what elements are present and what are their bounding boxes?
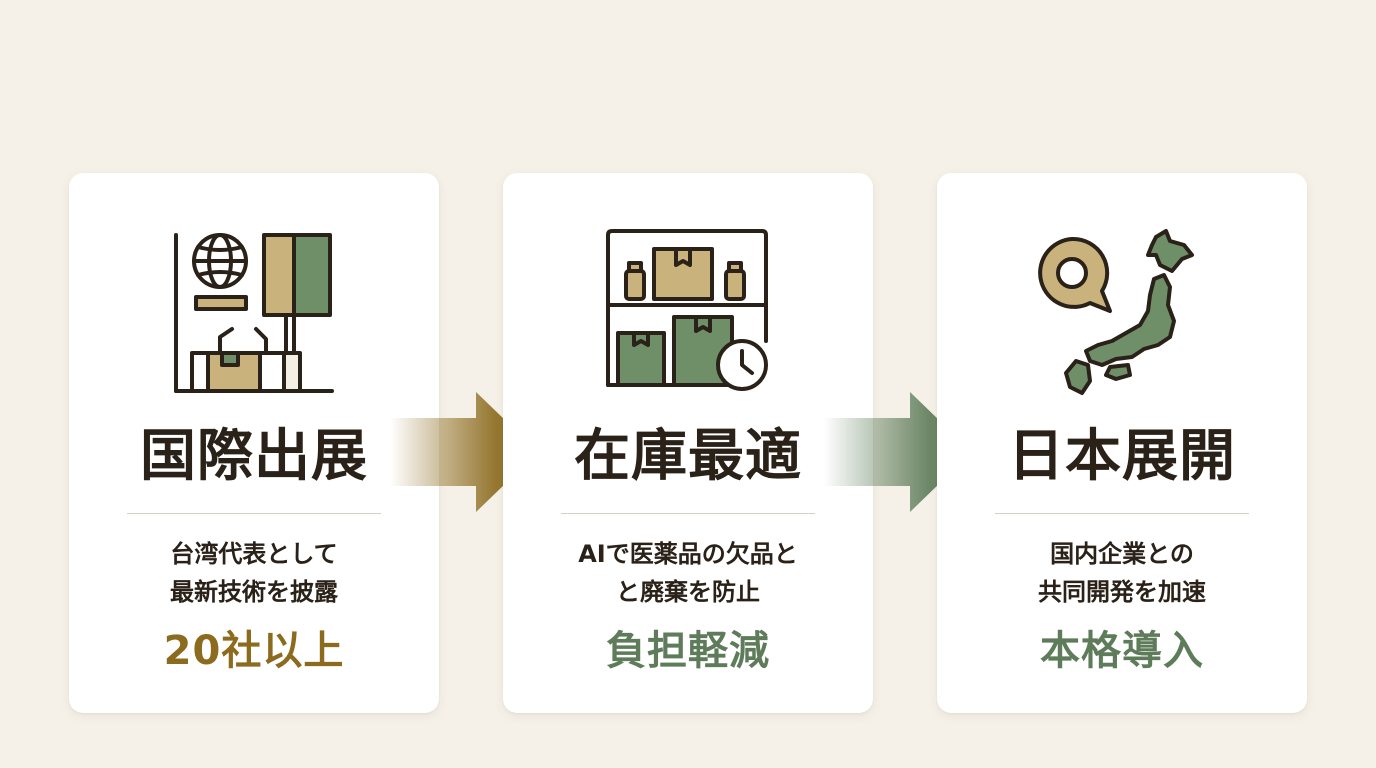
description-line: と廃棄を防止 (616, 578, 760, 606)
card-highlight: 負担軽減 (606, 628, 770, 674)
divider (995, 513, 1249, 514)
exhibition-booth-icon (164, 225, 344, 405)
card-highlight: 20社以上 (163, 628, 345, 674)
description-line: 最新技術を披露 (170, 578, 338, 606)
arrow-right-icon (824, 390, 974, 514)
card-title: 日本展開 (1008, 423, 1236, 489)
description-line: 共同開発を加速 (1038, 578, 1206, 606)
card-title: 在庫最適 (574, 423, 802, 489)
card-international-exhibition: 国際出展 台湾代表として 最新技術を披露 20社以上 (69, 173, 439, 713)
divider (561, 513, 815, 514)
arrow-right-icon (390, 390, 540, 514)
description-line: 台湾代表として (170, 540, 338, 568)
card-highlight: 本格導入 (1040, 628, 1204, 674)
card-inventory-optimization: 在庫最適 AIで医薬品の欠品と と廃棄を防止 負担軽減 (503, 173, 873, 713)
card-description: 国内企業との 共同開発を加速 (947, 535, 1297, 611)
description-line: 国内企業との (1050, 540, 1194, 568)
japan-map-pin-icon (1032, 225, 1212, 405)
card-title: 国際出展 (140, 423, 368, 489)
card-description: 台湾代表として 最新技術を披露 (79, 535, 429, 611)
inventory-shelf-icon (598, 225, 778, 405)
card-japan-expansion: 日本展開 国内企業との 共同開発を加速 本格導入 (937, 173, 1307, 713)
description-line: AIで医薬品の欠品と (578, 540, 798, 568)
divider (127, 513, 381, 514)
card-description: AIで医薬品の欠品と と廃棄を防止 (513, 535, 863, 611)
